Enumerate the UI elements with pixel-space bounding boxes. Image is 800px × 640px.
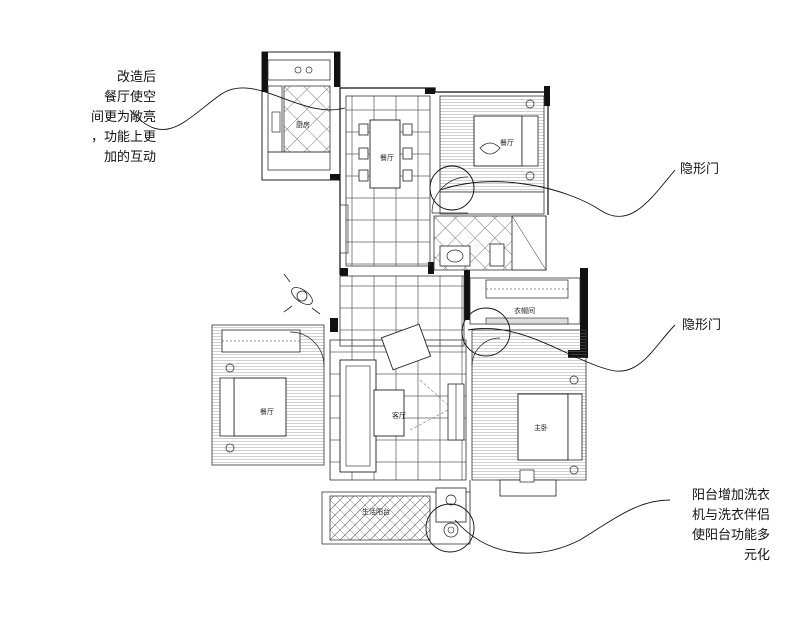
annotation-line: 间更为敞亮 (90, 110, 156, 125)
bedroom-top: 餐厅 (431, 95, 545, 215)
annotation-hidden-door-mid: 隐形门 (682, 316, 721, 336)
bedroom-top-label: 餐厅 (500, 138, 514, 147)
annotation-balcony: 阳台增加洗衣 机与洗衣伴侣 使阳台功能多 元化 (660, 486, 770, 566)
master-bedroom: 主卧 (469, 329, 587, 510)
living-room: 客厅 (329, 323, 467, 481)
dining-room: 餐厅 (339, 95, 431, 267)
annotation-line: 改造后 (116, 70, 156, 85)
annotation-line: 餐厅使空 (103, 90, 156, 105)
annotation-text: 隐形门 (680, 162, 720, 177)
annotation-hidden-door-top: 隐形门 (680, 160, 719, 180)
bathroom (433, 215, 547, 271)
balcony-label: 生活阳台 (362, 507, 390, 516)
annotation-line: 使阳台功能多 (691, 528, 770, 543)
kitchen: 厨房 (261, 51, 341, 181)
annotation-line: 元化 (743, 548, 770, 563)
annotation-line: ，功能上更 (90, 130, 156, 145)
master-label: 主卧 (534, 423, 548, 432)
annotation-line: 阳台增加洗衣 (691, 488, 770, 503)
kitchen-label: 厨房 (296, 120, 310, 129)
bedroom-left-label: 餐厅 (260, 407, 274, 416)
annotation-dining: 改造后 餐厅使空 间更为敞亮 ，功能上更 加的互动 (60, 68, 156, 168)
annotation-text: 隐形门 (682, 318, 722, 333)
leader-lines (129, 87, 676, 554)
dining-label: 餐厅 (380, 153, 394, 162)
annotation-line: 机与洗衣伴侣 (691, 508, 770, 523)
walk-in-closet: 衣帽间 (469, 277, 581, 325)
living-label: 客厅 (392, 411, 406, 420)
person-figure (283, 273, 321, 315)
bedroom-left: 餐厅 (211, 324, 325, 466)
annotation-line: 加的互动 (103, 150, 156, 165)
balcony: 生活阳台 (321, 487, 471, 545)
walk-in-label: 衣帽间 (514, 306, 535, 315)
